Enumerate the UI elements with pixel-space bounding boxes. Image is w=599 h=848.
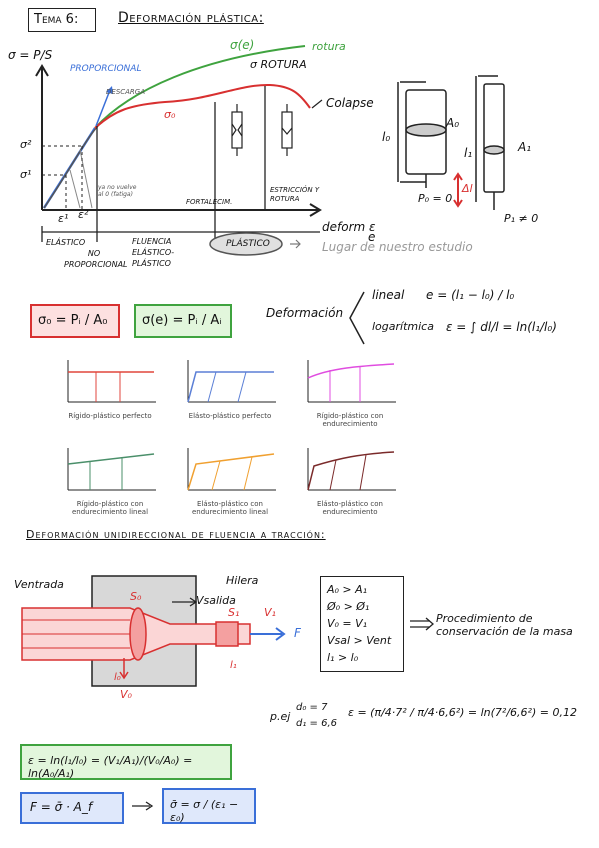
strain-formula-box: ε = ln(l₁/l₀) = (V₁/A₁)/(V₀/A₀) = ln(A₀/… — [20, 744, 232, 780]
fluencia-label: FLUENCIA ELÁSTICO-PLÁSTICO — [132, 237, 175, 268]
true-stress-curve — [94, 45, 306, 129]
condition-item: A₀ > A₁ — [327, 583, 368, 596]
sigma0-formula: σ₀ = Pᵢ / A₀ — [38, 313, 108, 328]
strain-formula: ε = ln(l₁/l₀) = (V₁/A₁)/(V₀/A₀) = ln(A₀/… — [28, 754, 193, 780]
rotura-label: rotura — [312, 40, 346, 53]
elastico-label: ELÁSTICO — [46, 238, 86, 247]
y-axis-label: σ = P/S — [8, 48, 53, 62]
pej-label: p.ej — [270, 710, 291, 723]
model-card: Rígido-plástico con endurecimiento linea… — [60, 444, 160, 524]
example-formula: ε = (π/4·7² / π/4·6,6²) = ln(7²/6,6²) = … — [348, 706, 577, 719]
l1-sec2-label: l₁ — [230, 660, 237, 671]
model-caption: Elásto-plástico con endurecimiento — [317, 500, 383, 516]
a1-label: A₁ — [518, 140, 532, 154]
eps2-label: ε² — [78, 208, 89, 221]
model-plot — [67, 448, 156, 491]
model-caption: Elásto-plástico con endurecimiento linea… — [191, 500, 269, 516]
s1-label: S₁ — [228, 606, 240, 619]
model-card: Rígido-plástico con endurecimiento — [300, 356, 400, 432]
delta-l-label: Δl — [462, 182, 473, 195]
d0-label: d₀ = 7 — [296, 702, 328, 713]
implies-arrow — [410, 617, 434, 631]
s0-label: S₀ — [130, 590, 142, 603]
fatigue-note: ya no vuelve al 0 (fatiga) — [98, 184, 137, 198]
sigma-e-formula: σ(e) = Pᵢ / Aᵢ — [142, 313, 222, 328]
model-card: Elásto-plástico perfecto — [180, 356, 280, 432]
models-grid: Rígido-plástico perfecto Elásto-plástico… — [60, 356, 400, 526]
engineering-stress-curve — [94, 83, 311, 129]
model-caption: Elásto-plástico perfecto — [188, 412, 272, 420]
model-caption: Rígido-plástico con endurecimiento — [316, 412, 384, 428]
sigma-zero-label: σ₀ — [164, 108, 176, 121]
colapse-label: Colapse — [326, 96, 374, 110]
model-plot — [67, 360, 156, 403]
condition-item: V₀ = V₁ — [327, 617, 368, 630]
procedimiento-label: Procedimiento de conservación de la masa — [436, 612, 573, 638]
log-formula: ε = ∫ dl/l = ln(l₁/l₀) — [446, 320, 557, 334]
drawing-die-diagram — [21, 575, 286, 687]
sigma0-formula-box: σ₀ = Pᵢ / A₀ — [30, 304, 120, 338]
condition-item: l₁ > l₀ — [327, 651, 359, 664]
v1-label: V₁ — [264, 606, 276, 619]
model-caption: Rígido-plástico perfecto — [68, 412, 152, 420]
l0-label: l₀ — [382, 130, 391, 144]
model-plot — [187, 448, 276, 491]
f-label: F — [294, 626, 301, 640]
model-plot — [307, 360, 396, 403]
tema-box: Tema 6: — [28, 8, 96, 32]
conditions-box: A₀ > A₁ Ø₀ > Ø₁ V₀ = V₁ Vsal > Vent l₁ >… — [320, 576, 404, 672]
lineal-label: lineal — [372, 288, 405, 302]
plastico-label: PLÁSTICO — [226, 239, 270, 249]
specimen-diagram — [397, 75, 505, 210]
l0-sec2-label: l₀ — [114, 672, 121, 683]
sigma2-label: σ² — [20, 138, 32, 151]
model-caption: Rígido-plástico con endurecimiento linea… — [71, 500, 149, 516]
v-entrada-label: Ventrada — [14, 578, 64, 591]
proporcional-label: PROPORCIONAL — [70, 64, 142, 74]
deformacion-label: Deformación — [266, 306, 344, 320]
lineal-formula: e = (l₁ − l₀) / l₀ — [426, 288, 515, 302]
eps1-label: ε¹ — [58, 212, 69, 225]
mean-stress-formula: σ̄ = σ / (ε₁ − ε₀) — [170, 798, 239, 824]
no-proporcional-label: NO PROPORCIONAL — [64, 249, 128, 269]
x-axis-label: deform ε — [322, 220, 376, 234]
l1-label: l₁ — [464, 146, 473, 160]
page-title: Deformación plástica: — [118, 10, 264, 26]
v0-label: V₀ — [120, 688, 132, 701]
mean-stress-formula-box: σ̄ = σ / (ε₁ − ε₀) — [162, 788, 256, 824]
model-plot — [187, 360, 276, 403]
section2-title: Deformación unidireccional de fluencia a… — [26, 528, 326, 541]
model-plot — [307, 448, 396, 491]
v-salida-label: Vsalida — [196, 594, 236, 607]
model-card: Elásto-plástico con endurecimiento — [300, 444, 400, 524]
sigma-rotura-label: σ ROTURA — [250, 58, 307, 71]
sigma-e-formula-box: σ(e) = Pᵢ / Aᵢ — [134, 304, 232, 338]
stress-strain-graph — [35, 45, 323, 256]
fortalecim-label: FORTALECIM. — [186, 198, 233, 206]
force-formula: F = σ̄ · A_f — [30, 800, 93, 814]
condition-item: Ø₀ > Ø₁ — [327, 600, 370, 613]
p0-label: P₀ = 0 — [418, 192, 453, 205]
tema-label: Tema 6: — [34, 12, 79, 27]
sigma-e-label: σ(e) — [230, 38, 255, 52]
graph-axes — [35, 64, 322, 217]
model-card: Elásto-plástico con endurecimiento linea… — [180, 444, 280, 524]
lugar-label: Lugar de nuestro estudio — [322, 240, 473, 254]
p1-label: P₁ ≠ 0 — [504, 212, 539, 225]
model-card: Rígido-plástico perfecto — [60, 356, 160, 432]
log-label: logarítmica — [372, 320, 434, 333]
a0-label: A₀ — [446, 116, 460, 130]
d1-label: d₁ = 6,6 — [296, 718, 337, 729]
force-formula-box: F = σ̄ · A_f — [20, 792, 124, 824]
descarga-label: DESCARGA — [106, 88, 146, 96]
hilera-label: Hilera — [226, 574, 259, 587]
sigma1-label: σ¹ — [20, 168, 32, 181]
deformacion-brace — [349, 291, 365, 345]
right-arrow-icon — [132, 801, 154, 811]
condition-item: Vsal > Vent — [327, 634, 392, 647]
estriccion-label: ESTRICCIÓN Y ROTURA — [270, 186, 320, 203]
x-axis-sub-label: e — [368, 230, 376, 244]
